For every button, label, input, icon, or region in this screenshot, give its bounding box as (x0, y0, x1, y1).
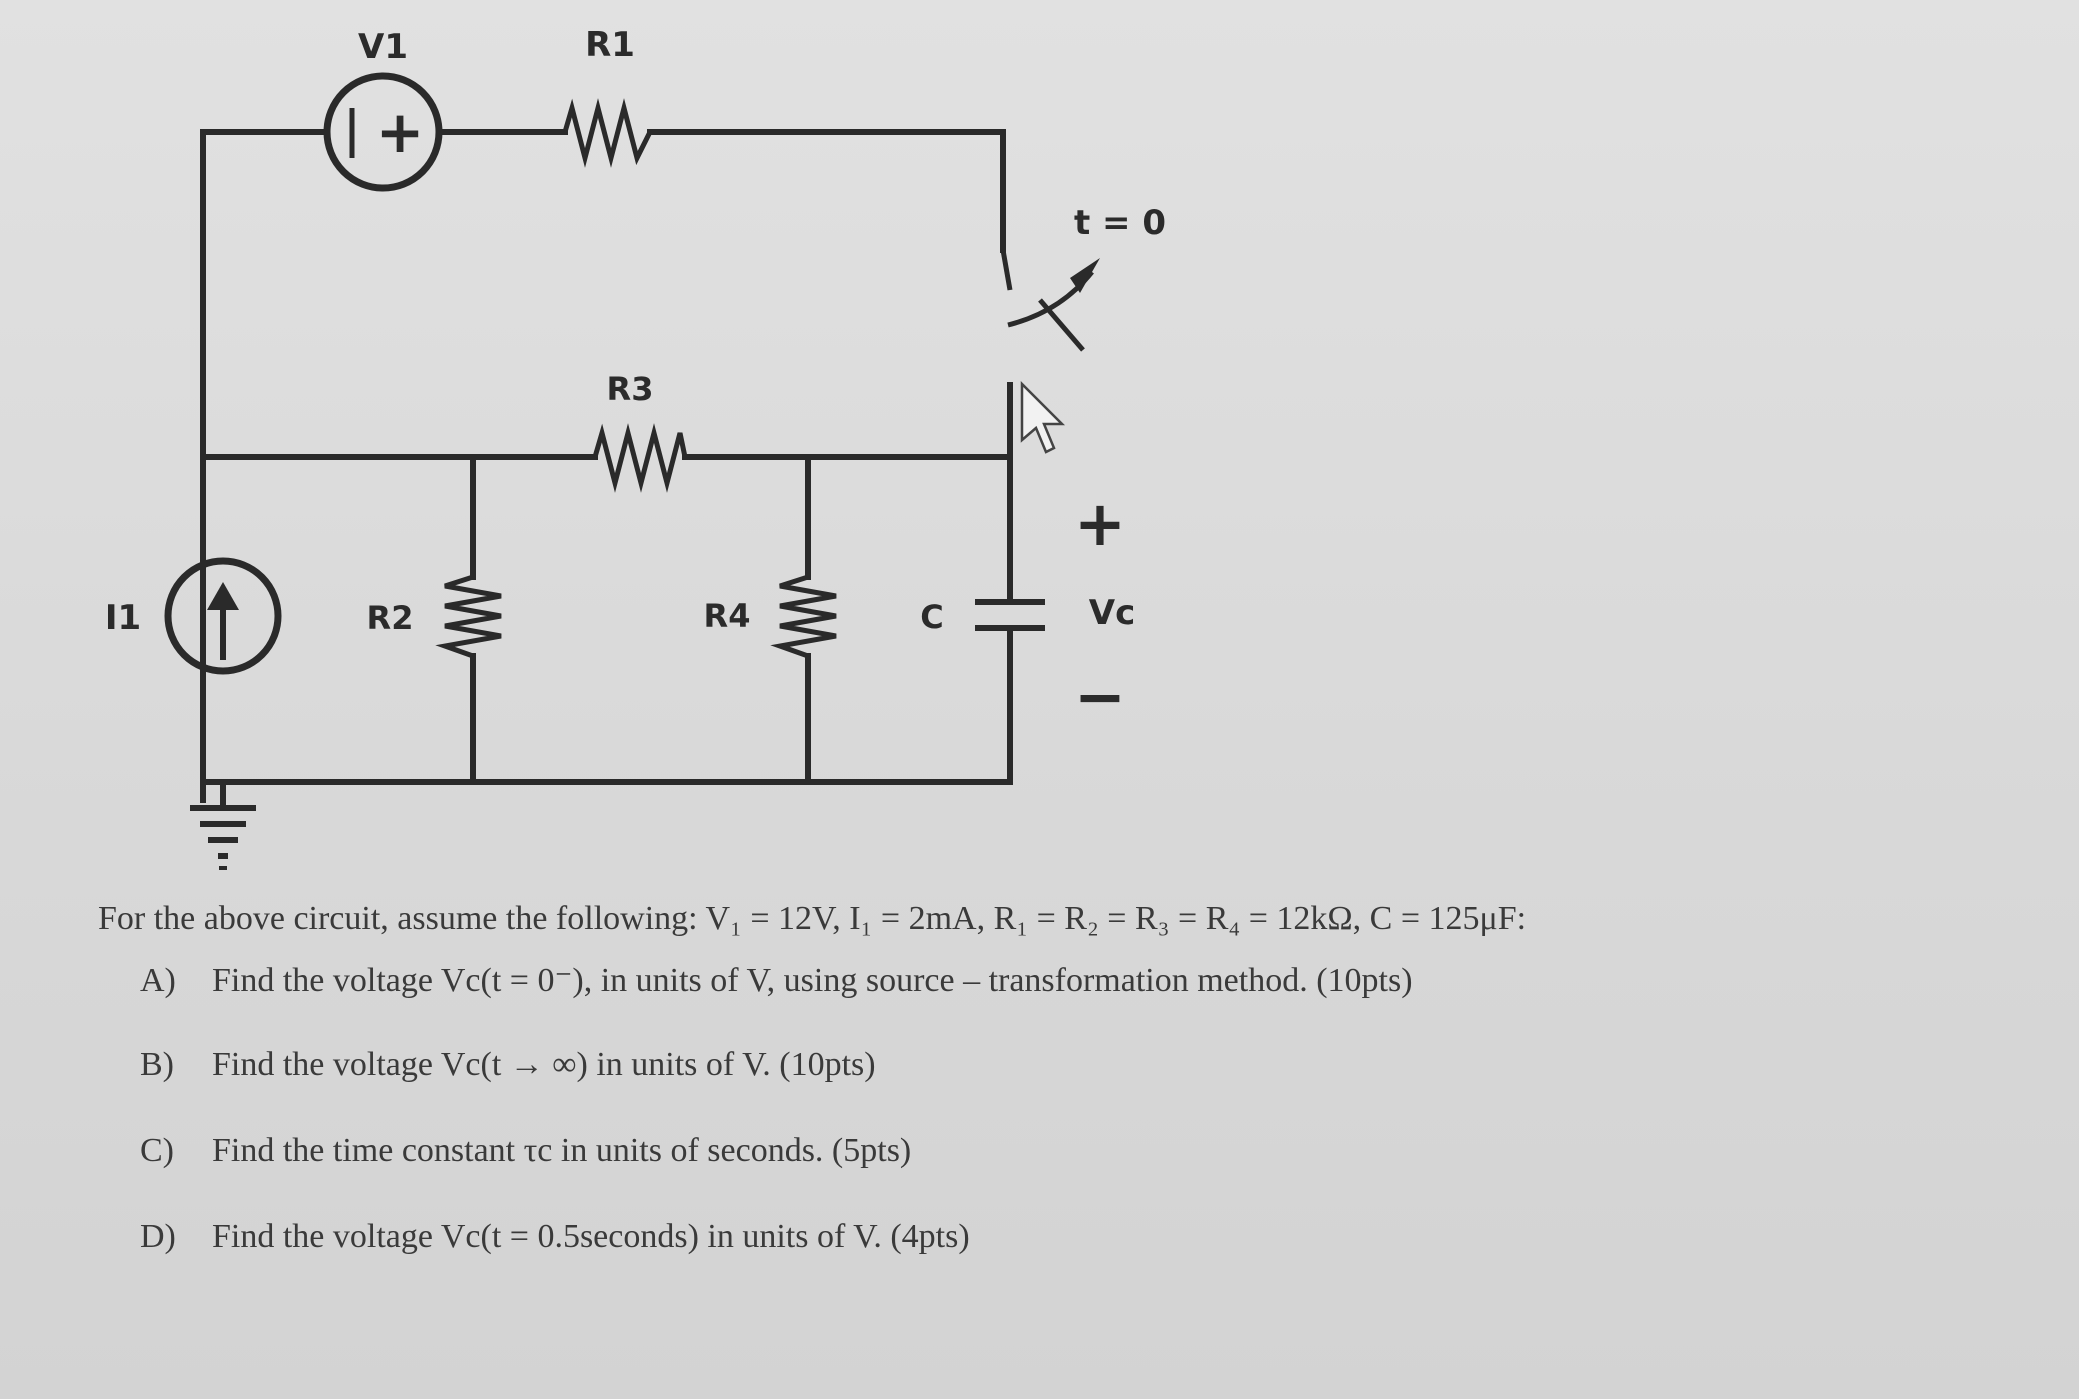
question-c-letter: C) (140, 1132, 174, 1169)
v1-source: + (323, 72, 443, 192)
switch-time-label: t = 0 (1074, 203, 1166, 243)
question-b: B) Find the voltage Vc(t → ∞) in units of… (140, 1046, 2058, 1132)
question-b-text: Find the voltage Vc(t → ∞) in units of V… (212, 1046, 876, 1083)
r2-resistor (435, 574, 502, 659)
problem-statement: For the above circuit, assume the follow… (98, 900, 2058, 1304)
mouse-pointer-icon (1020, 380, 1066, 454)
circuit-diagram: + V1 R1 t = 0 R3 I1 R2 R4 C (105, 25, 1166, 870)
c-label: C (920, 598, 943, 636)
i1-source (164, 557, 282, 675)
question-d-letter: D) (140, 1218, 176, 1255)
vc-minus-sign: − (1074, 660, 1126, 733)
vc-plus-sign: + (1074, 487, 1126, 560)
r1-resistor (562, 98, 653, 168)
r4-resistor (770, 574, 837, 659)
problem-intro: For the above circuit, assume the follow… (98, 900, 1527, 937)
question-c: C) Find the time constant τc in units of … (140, 1132, 2058, 1218)
r3-resistor (592, 423, 688, 493)
vc-label: Vc (1089, 593, 1135, 633)
question-a: A) Find the voltage Vc(t = 0⁻), in units … (140, 960, 2058, 1046)
current-arrow-icon (207, 582, 239, 610)
question-a-letter: A) (140, 962, 176, 999)
r1-label: R1 (585, 25, 635, 65)
question-d-text: Find the voltage Vc(t = 0.5seconds) in u… (212, 1218, 970, 1255)
i1-label: I1 (105, 598, 141, 638)
capacitor (975, 599, 1045, 631)
question-c-text: Find the time constant τc in units of se… (212, 1132, 912, 1169)
r4-label: R4 (704, 597, 751, 635)
r3-label: R3 (607, 370, 654, 408)
question-b-letter: B) (140, 1046, 174, 1083)
switch (1000, 249, 1100, 352)
question-d: D) Find the voltage Vc(t = 0.5seconds) in… (140, 1218, 2058, 1304)
r2-label: R2 (367, 599, 414, 637)
ground-icon (190, 805, 256, 870)
question-a-text: Find the voltage Vc(t = 0⁻), in units of… (212, 962, 1413, 999)
wires (200, 129, 1013, 811)
v1-label: V1 (358, 27, 408, 67)
v1-polarity: + (376, 98, 425, 166)
switch-arrow-icon (1070, 258, 1100, 293)
